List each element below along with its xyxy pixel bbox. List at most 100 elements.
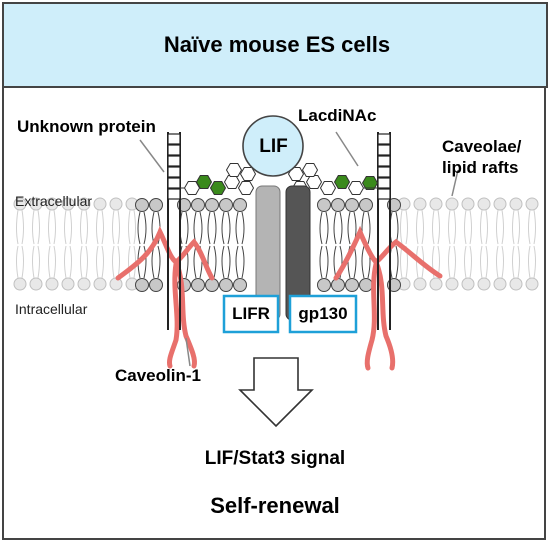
lipid-tail	[32, 209, 40, 279]
lipid-head	[77, 277, 91, 291]
lipid-head	[461, 277, 475, 291]
caveolin-strand	[115, 225, 215, 281]
pointer-line	[451, 169, 459, 197]
lif-ligand-label: LIF	[259, 136, 288, 157]
caveolin-strand	[373, 259, 396, 371]
lipid-tail	[48, 209, 56, 279]
lipid-tail	[333, 211, 343, 279]
protein-domain	[377, 166, 391, 178]
lipid-head	[109, 197, 123, 211]
lipid-tail	[137, 211, 147, 279]
lipid-head	[359, 278, 373, 292]
lipid-tail	[347, 211, 357, 279]
protein-domain	[167, 188, 181, 200]
lipid-tail	[16, 209, 24, 279]
lipid-head	[317, 278, 331, 292]
lipid-head	[191, 278, 205, 292]
lipid-head	[331, 198, 345, 212]
lipid-tail	[480, 209, 488, 279]
caveolin-label: Caveolin-1	[115, 366, 201, 385]
lipid-tail	[221, 211, 231, 279]
glycan-unit	[225, 163, 243, 177]
lipid-head	[317, 198, 331, 212]
caveolin-strand	[167, 261, 180, 369]
signal-label: LIF/Stat3 signal	[204, 448, 346, 469]
lipid-head	[413, 197, 427, 211]
page-title: Naïve mouse ES cells	[163, 32, 391, 57]
faded-membrane	[13, 197, 539, 291]
glycan-unit	[361, 176, 379, 190]
lifr-box	[222, 294, 280, 334]
intracellular-label: Intracellular	[15, 301, 88, 317]
lipid-tail	[400, 209, 408, 279]
caveolin-strand	[333, 225, 443, 281]
lipid-head	[135, 278, 149, 292]
lipid-head	[331, 278, 345, 292]
lipid-head	[345, 198, 359, 212]
protein-domain	[377, 155, 391, 167]
lif-ligand	[242, 115, 304, 177]
caveolae-label-line1: Caveolae/	[442, 137, 522, 156]
lipid-head	[493, 277, 507, 291]
label-pointers	[139, 131, 459, 367]
pointer-line	[185, 337, 191, 367]
outcome-label: Self-renewal	[210, 493, 340, 518]
lipid-tail	[128, 209, 136, 279]
glycan-unit	[305, 175, 323, 189]
lipid-head	[93, 197, 107, 211]
lipid-head	[45, 197, 59, 211]
lipid-head	[359, 198, 373, 212]
protein-domain	[167, 155, 181, 167]
glycan-unit	[195, 175, 213, 189]
lipid-tail	[64, 209, 72, 279]
lipid-head	[219, 278, 233, 292]
lipid-head	[109, 277, 123, 291]
receptors	[222, 115, 358, 334]
glycan-unit	[287, 167, 305, 181]
lipid-head	[233, 278, 247, 292]
lipid-head	[29, 197, 43, 211]
header-banner: Naïve mouse ES cells	[2, 2, 548, 88]
lipid-head	[509, 197, 523, 211]
lipid-tail	[448, 209, 456, 279]
lipid-head	[233, 198, 247, 212]
lipid-head	[445, 197, 459, 211]
pointer-line	[139, 139, 165, 173]
extracellular-label: Extracellular	[15, 193, 93, 209]
lipid-head	[509, 277, 523, 291]
lipid-tail	[319, 211, 329, 279]
lipid-tail	[235, 211, 245, 279]
lipid-head	[13, 197, 27, 211]
lipid-head	[477, 197, 491, 211]
lifr-label: LIFR	[232, 304, 270, 323]
lipid-tail	[496, 209, 504, 279]
protein-domain	[377, 177, 391, 189]
pointer-line	[335, 131, 359, 167]
glycan-unit	[223, 175, 241, 189]
lipid-head	[413, 277, 427, 291]
lipid-head	[93, 277, 107, 291]
protein-domain	[377, 133, 391, 145]
protein-domain	[167, 177, 181, 189]
lipid-head	[525, 197, 539, 211]
lipid-tail	[432, 209, 440, 279]
lipid-tail	[361, 211, 371, 279]
lipid-tail	[416, 209, 424, 279]
lipid-head	[77, 197, 91, 211]
lipid-head	[135, 198, 149, 212]
protein-domain	[167, 144, 181, 156]
lipid-tail	[512, 209, 520, 279]
lipid-tail	[179, 211, 189, 279]
lipid-tail	[96, 209, 104, 279]
down-arrow-shape	[238, 357, 314, 428]
lipid-head	[149, 198, 163, 212]
lipid-tail	[193, 211, 203, 279]
lipid-head	[219, 198, 233, 212]
protein-domain	[167, 166, 181, 178]
lipid-head	[345, 278, 359, 292]
lipid-tail	[80, 209, 88, 279]
glycan-unit	[347, 181, 365, 195]
lipid-head	[29, 277, 43, 291]
